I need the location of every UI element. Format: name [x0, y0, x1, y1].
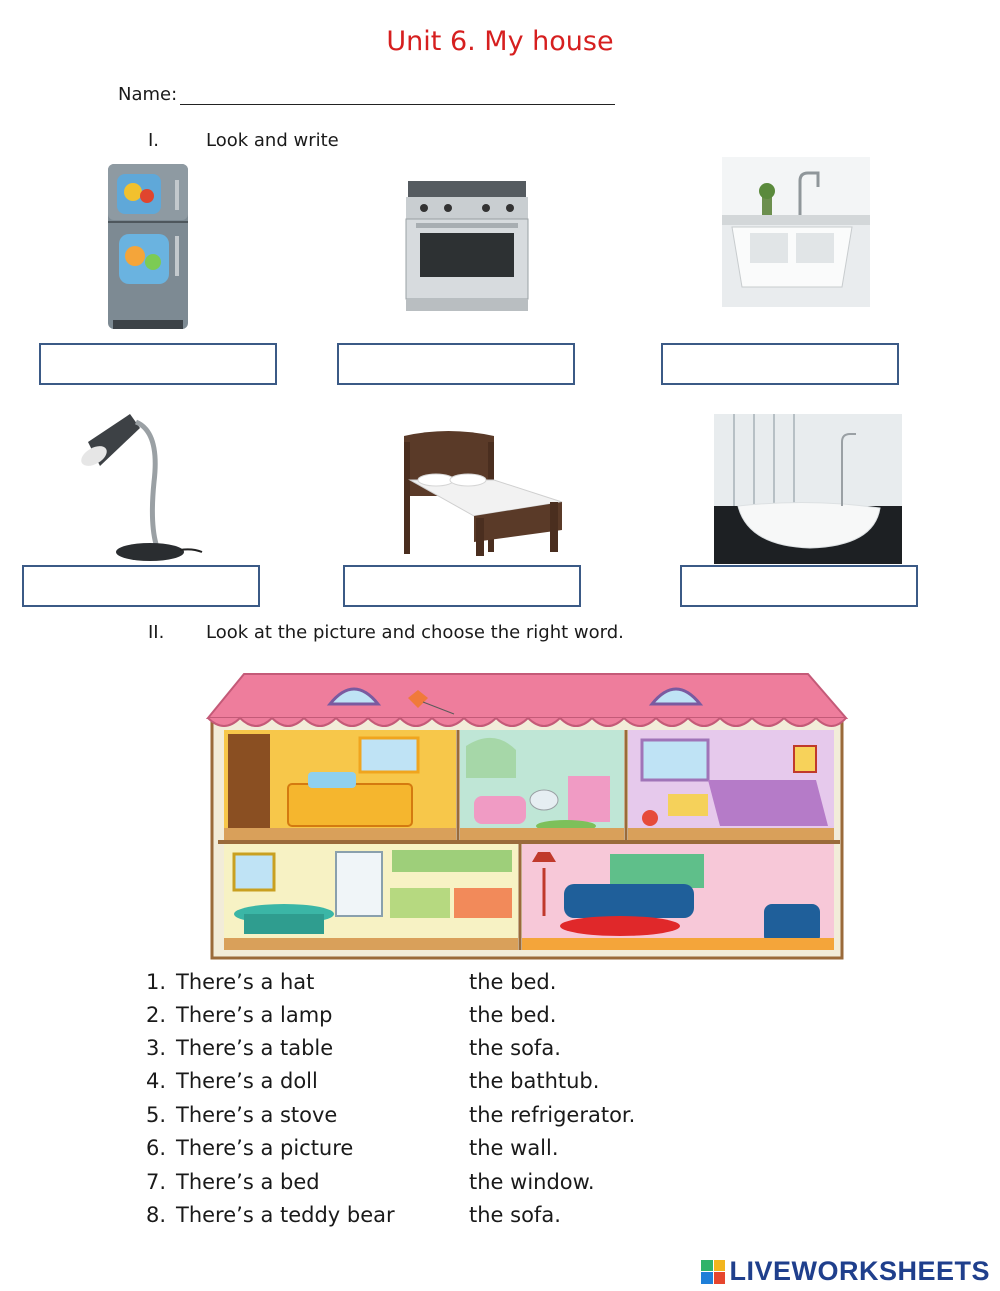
- name-label: Name:: [118, 84, 178, 105]
- sentence-6-end: the wall.: [469, 1136, 559, 1160]
- sentence-5-number: 5.: [146, 1103, 167, 1127]
- name-input-line[interactable]: [180, 104, 615, 105]
- liveworksheets-logo: LIVEWORKSHEETS: [701, 1256, 990, 1287]
- answer-box-5[interactable]: [343, 565, 581, 607]
- section-1-number: I.: [148, 130, 160, 151]
- sentence-7-end: the window.: [469, 1170, 595, 1194]
- logo-text: LIVEWORKSHEETS: [729, 1256, 990, 1286]
- sentence-1-end: the bed.: [469, 970, 557, 994]
- section-2-number: II.: [148, 622, 165, 643]
- stove-image: [405, 181, 529, 311]
- answer-box-3[interactable]: [661, 343, 899, 385]
- answer-box-1[interactable]: [39, 343, 277, 385]
- sentence-6-start: There’s a picture: [176, 1136, 354, 1160]
- sentence-5-end: the refrigerator.: [469, 1103, 636, 1127]
- section-1-instruction: Look and write: [206, 130, 339, 151]
- sink-image: [722, 157, 870, 307]
- refrigerator-image: [108, 164, 188, 329]
- bed-image: [404, 431, 563, 556]
- sentence-8-end: the sofa.: [469, 1203, 561, 1227]
- sentence-3-end: the sofa.: [469, 1036, 561, 1060]
- section-2-instruction: Look at the picture and choose the right…: [206, 622, 624, 643]
- liveworksheets-logo-icon: [701, 1259, 726, 1284]
- sentence-8-number: 8.: [146, 1203, 167, 1227]
- page-title: Unit 6. My house: [386, 26, 614, 57]
- sentence-4-number: 4.: [146, 1069, 167, 1093]
- answer-box-4[interactable]: [22, 565, 260, 607]
- sentence-2-end: the bed.: [469, 1003, 557, 1027]
- house-illustration: [205, 673, 849, 960]
- sentence-1-number: 1.: [146, 970, 167, 994]
- sentence-7-number: 7.: [146, 1170, 167, 1194]
- sentence-3-number: 3.: [146, 1036, 167, 1060]
- sentence-2-number: 2.: [146, 1003, 167, 1027]
- sentence-2-start: There’s a lamp: [176, 1003, 333, 1027]
- sentence-3-start: There’s a table: [176, 1036, 334, 1060]
- sentence-6-number: 6.: [146, 1136, 167, 1160]
- sentence-4-start: There’s a doll: [176, 1069, 318, 1093]
- answer-box-2[interactable]: [337, 343, 575, 385]
- sentence-7-start: There’s a bed: [176, 1170, 320, 1194]
- sentence-5-start: There’s a stove: [176, 1103, 338, 1127]
- bathtub-image: [714, 414, 902, 564]
- sentence-4-end: the bathtub.: [469, 1069, 600, 1093]
- answer-box-6[interactable]: [680, 565, 918, 607]
- sentence-1-start: There’s a hat: [176, 970, 315, 994]
- sentence-8-start: There’s a teddy bear: [176, 1203, 395, 1227]
- lamp-image: [81, 414, 203, 561]
